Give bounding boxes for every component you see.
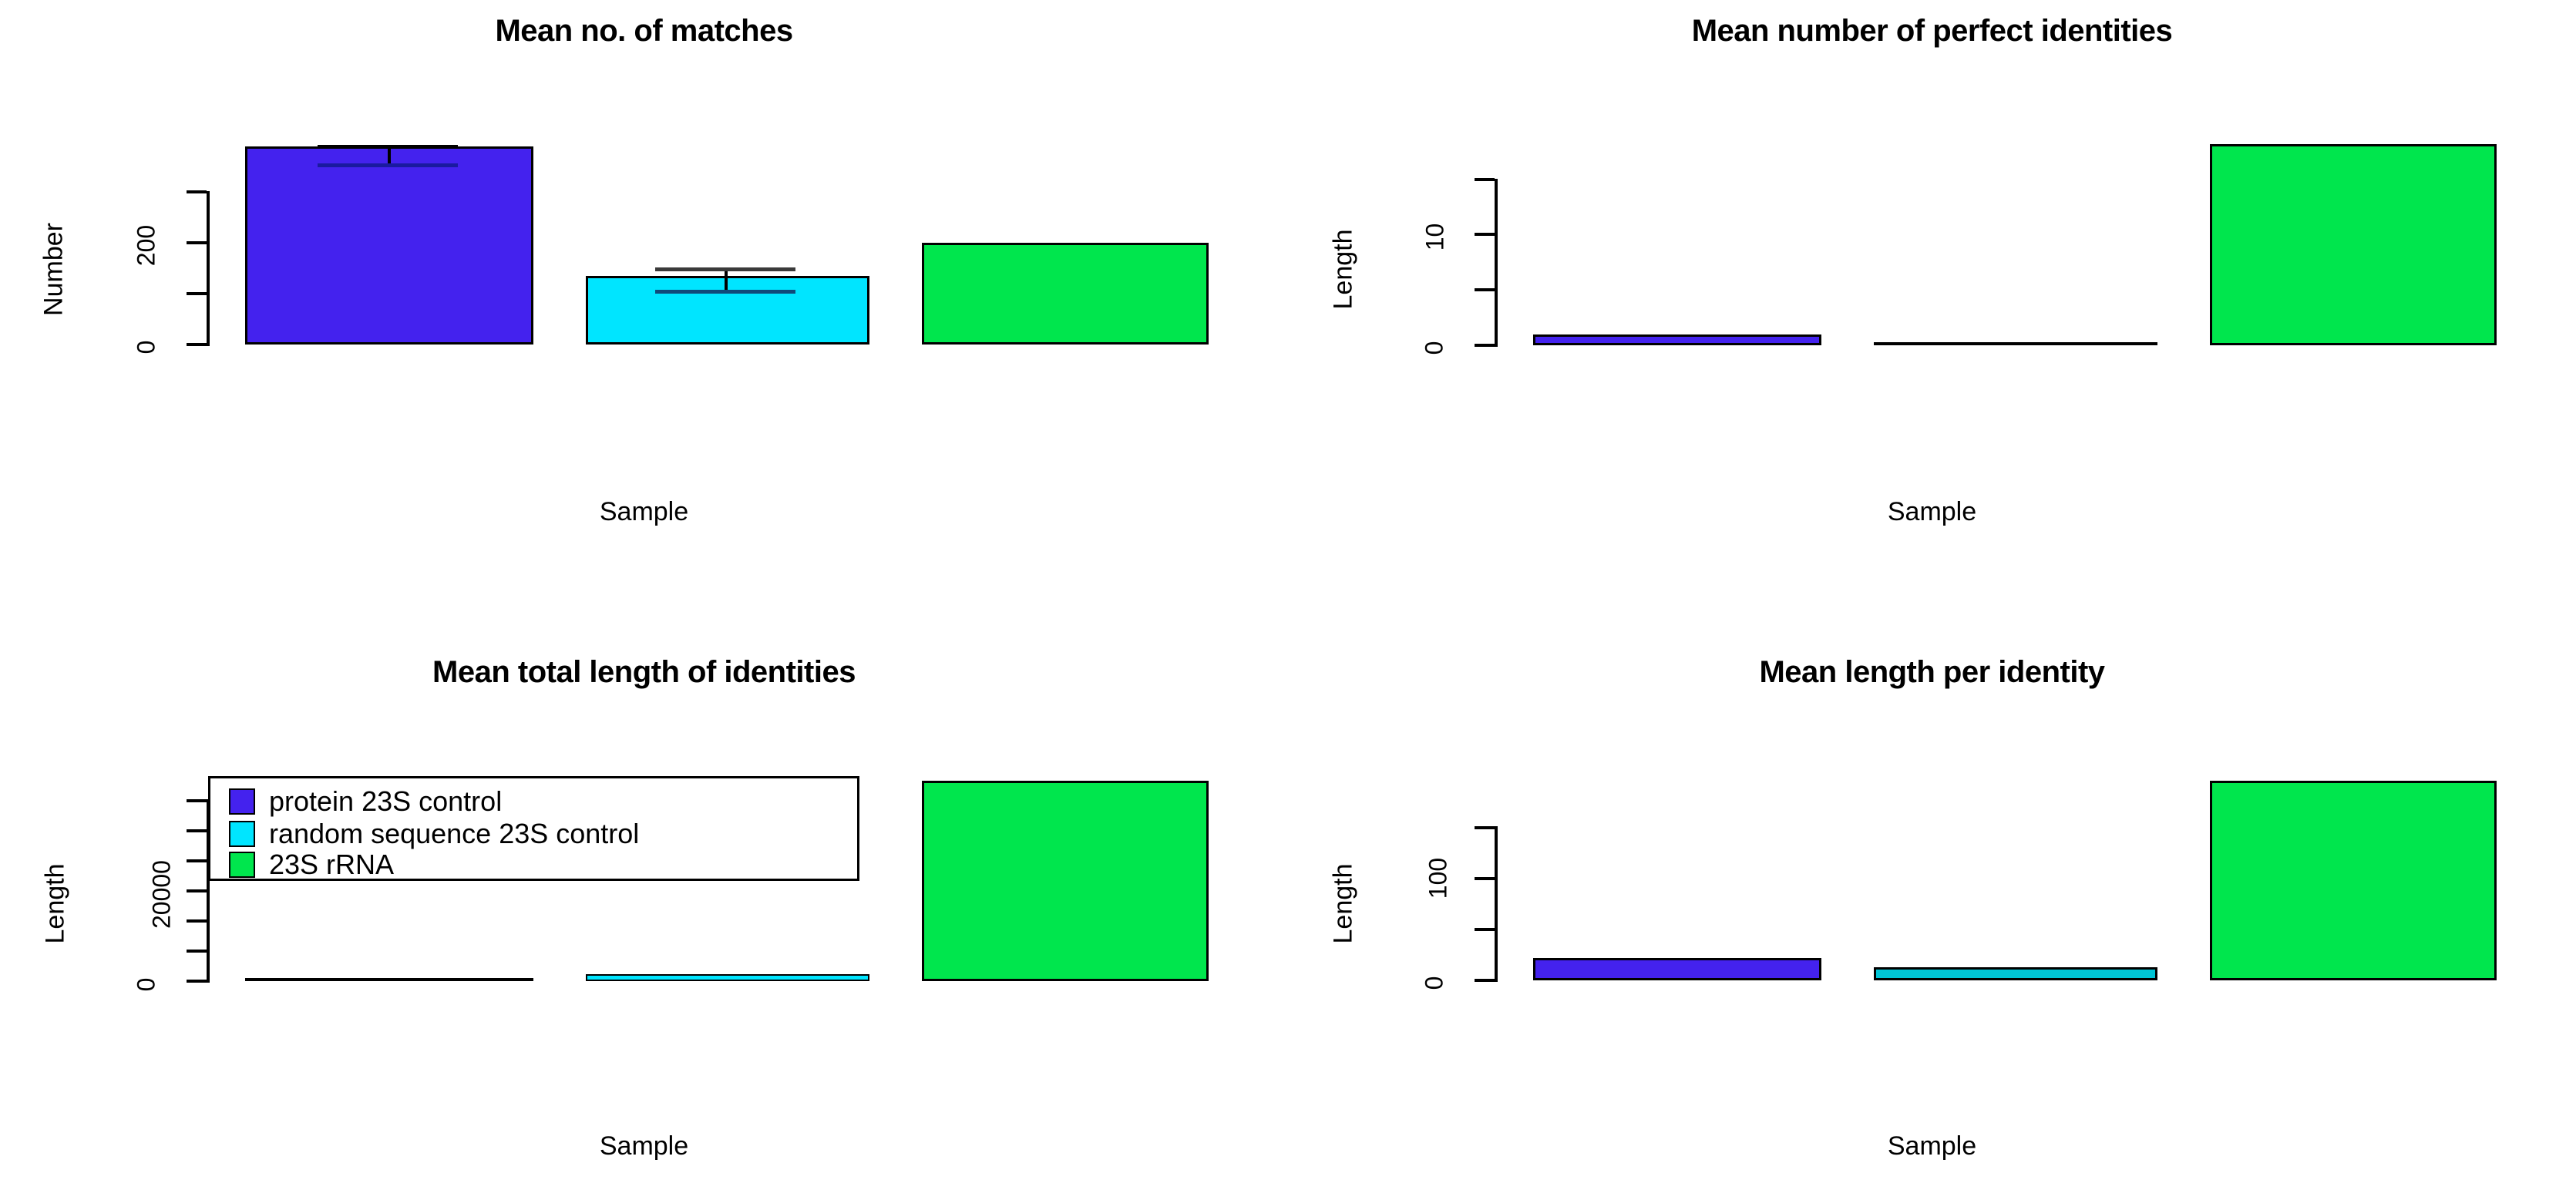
y-axis-tick-label: 0 [1420, 341, 1448, 355]
error-bar-cap [318, 163, 458, 167]
plot-area: 0 200 [0, 0, 1288, 600]
panel-title: Mean no. of matches [495, 14, 793, 48]
y-axis-tick [1475, 178, 1495, 181]
bar-23s-rrna [922, 243, 1209, 345]
y-axis-tick [1475, 979, 1495, 982]
bar-protein-23s-control [245, 978, 533, 981]
y-axis-tick [1475, 826, 1495, 829]
legend-label: protein 23S control [269, 785, 503, 817]
bar-protein-23s-control [245, 146, 533, 345]
error-bar-cap [318, 145, 458, 149]
y-axis-tick-label: 100 [1424, 857, 1452, 899]
y-axis-tick [1475, 233, 1495, 236]
y-axis-line [207, 799, 210, 983]
y-axis-tick-label: 10 [1421, 223, 1449, 251]
legend-item: random sequence 23S control [229, 820, 639, 848]
bar-23s-rrna [2210, 781, 2497, 980]
y-axis-tick-label: 0 [132, 340, 160, 355]
legend-swatch-protein-23s-control [229, 788, 255, 815]
x-axis-label: Sample [1887, 1131, 1977, 1161]
bar-protein-23s-control [1533, 334, 1821, 345]
bar-random-sequence-23s-control [586, 974, 869, 981]
y-axis-tick [187, 829, 207, 832]
panel-mean-no-of-matches: Mean no. of matches Number 0 200 [0, 0, 1288, 600]
y-axis-line [1495, 826, 1498, 982]
error-bar-protein-23s-control [388, 146, 391, 166]
y-axis-tick [1475, 344, 1495, 347]
y-axis-tick [187, 292, 207, 295]
error-bar-cap [655, 290, 795, 294]
y-axis-line [207, 191, 210, 346]
y-axis-tick [1475, 288, 1495, 291]
y-axis-tick [187, 799, 207, 802]
plot-area: 0 10 [1288, 0, 2576, 600]
panel-mean-length-per-identity: Mean length per identity Length 0 100 Sa… [1288, 600, 2576, 1200]
panel-mean-total-length-of-identities: Mean total length of identities Length 0… [0, 600, 1288, 1200]
bar-random-sequence-23s-control [1874, 967, 2157, 980]
legend-item: 23S rRNA [229, 851, 394, 879]
y-axis-tick [187, 241, 207, 244]
y-axis-tick [187, 190, 207, 193]
y-axis-tick [1475, 928, 1495, 931]
panel-mean-number-of-perfect-identities: Mean number of perfect identities Length… [1288, 0, 2576, 600]
y-axis-tick [187, 950, 207, 953]
error-bar-random-sequence-23s-control [725, 268, 728, 293]
legend-label: random sequence 23S control [269, 818, 640, 849]
x-axis-label: Sample [599, 497, 689, 526]
plot-area: 0 100 [1288, 600, 2576, 1200]
y-axis-tick [187, 859, 207, 862]
legend-swatch-23s-rrna [229, 852, 255, 878]
panel-title: Mean length per identity [1759, 655, 2105, 689]
error-bar-cap [655, 267, 795, 271]
x-axis-label: Sample [1887, 497, 1977, 526]
plot-area: 0 20000 protein 23S control random seque… [0, 600, 1288, 1200]
legend: protein 23S control random sequence 23S … [208, 776, 859, 881]
panel-title: Mean number of perfect identities [1691, 14, 2173, 48]
legend-label: 23S rRNA [269, 849, 395, 880]
y-axis-tick [187, 980, 207, 983]
y-axis-tick-label: 200 [132, 224, 160, 267]
bar-23s-rrna [2210, 144, 2497, 345]
legend-swatch-random-sequence-23s-control [229, 821, 255, 847]
bar-protein-23s-control [1533, 958, 1821, 980]
legend-item: protein 23S control [229, 788, 502, 815]
y-axis-tick-label: 0 [1420, 976, 1448, 990]
y-axis-tick [187, 889, 207, 892]
bar-random-sequence-23s-control [1874, 342, 2157, 345]
y-axis-tick-label: 20000 [147, 860, 176, 929]
y-axis-line [1495, 179, 1498, 347]
bar-23s-rrna [922, 781, 1209, 981]
x-axis-label: Sample [599, 1131, 689, 1161]
y-axis-tick [1475, 877, 1495, 880]
bar-random-sequence-23s-control [586, 276, 869, 345]
panel-title: Mean total length of identities [432, 655, 856, 689]
y-axis-tick [187, 343, 207, 346]
y-axis-tick [187, 919, 207, 923]
